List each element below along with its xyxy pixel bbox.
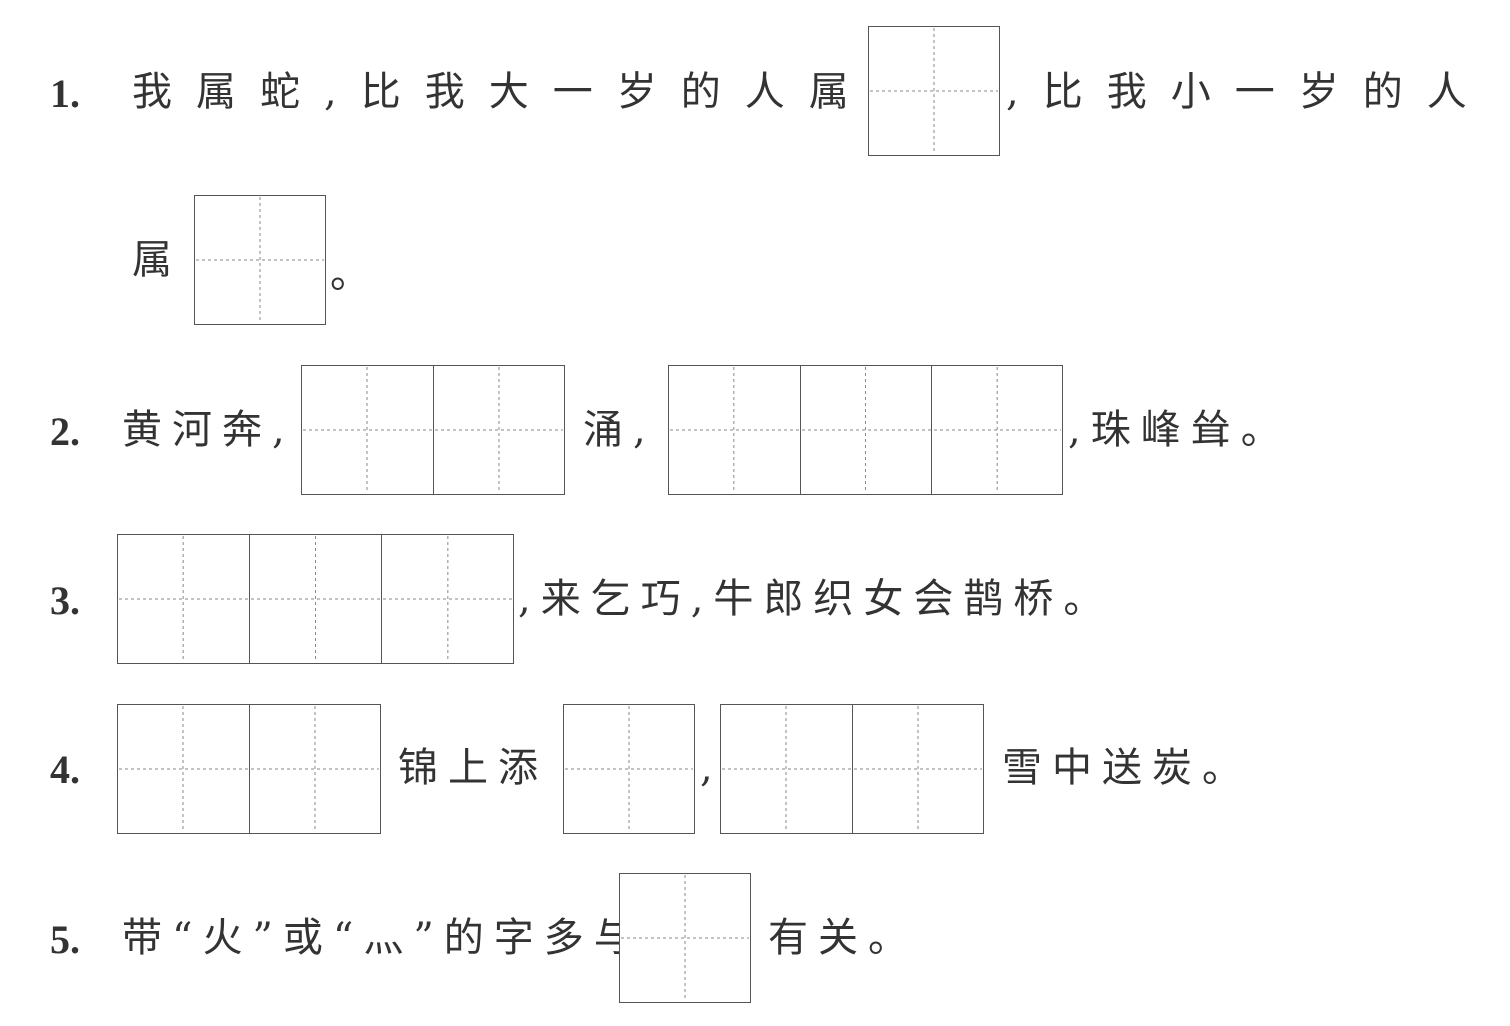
- cell-divider: [931, 366, 932, 494]
- cell-divider: [800, 366, 801, 494]
- item-1-text-a: 我属蛇,比我大一岁的人属: [132, 69, 873, 115]
- item-4-answer-box-1[interactable]: [117, 704, 381, 834]
- grid-guides: [195, 196, 324, 323]
- item-5-text-a: 带“火”或“灬”的字多与: [122, 915, 644, 961]
- item-4-number: 4.: [50, 747, 80, 792]
- cell-divider: [249, 535, 250, 663]
- item-1-text-d: 。: [330, 251, 370, 297]
- item-2-number: 2.: [50, 409, 80, 454]
- item-1-answer-box-2[interactable]: [194, 195, 326, 325]
- item-1-number: 1.: [50, 71, 80, 116]
- item-4-answer-box-3[interactable]: [720, 704, 984, 834]
- item-3-number: 3.: [50, 578, 80, 623]
- item-1-text-b: ,比我小一岁的人: [1006, 69, 1491, 115]
- grid-guides: [669, 366, 1061, 493]
- item-5-answer-box[interactable]: [619, 873, 751, 1003]
- item-1-answer-box-1[interactable]: [868, 26, 1000, 156]
- grid-guides: [620, 874, 749, 1001]
- item-4-text-c: 雪中送炭。: [1002, 745, 1252, 791]
- item-1-text-c: 属: [132, 237, 172, 283]
- item-3-answer-box[interactable]: [117, 534, 514, 664]
- item-2-text-c: ,珠峰耸。: [1068, 407, 1291, 453]
- cell-divider: [433, 366, 434, 494]
- item-2-text-a: 黄河奔,: [122, 407, 295, 453]
- cell-divider: [852, 705, 853, 833]
- item-4-answer-box-2[interactable]: [563, 704, 695, 834]
- item-5-number: 5.: [50, 917, 80, 962]
- grid-guides: [869, 27, 998, 154]
- item-2-answer-box-2[interactable]: [668, 365, 1063, 495]
- cell-divider: [381, 535, 382, 663]
- item-2-text-b: 涌,: [583, 407, 656, 453]
- item-3-text-a: ,来乞巧,牛郎织女会鹊桥。: [518, 576, 1114, 622]
- grid-guides: [564, 705, 693, 832]
- item-5-text-b: 有关。: [768, 915, 918, 961]
- item-4-text-a: 锦上添: [398, 745, 548, 791]
- item-2-answer-box-1[interactable]: [301, 365, 565, 495]
- cell-divider: [249, 705, 250, 833]
- grid-guides: [118, 535, 512, 662]
- item-4-text-b: ,: [700, 745, 713, 791]
